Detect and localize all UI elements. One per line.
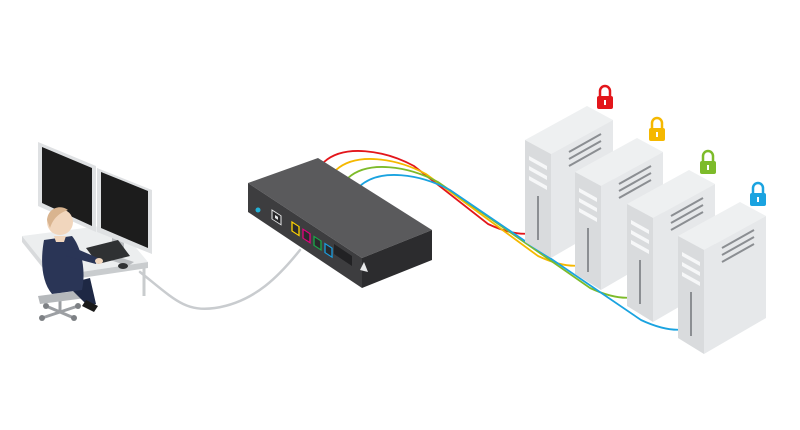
padlock-group <box>597 84 766 206</box>
switch-display-panel <box>334 244 352 266</box>
operator-person-icon <box>38 207 103 321</box>
switch-brand-logo-icon <box>360 262 368 272</box>
server-tower-icon <box>678 202 766 354</box>
channel-port-1 <box>291 220 300 237</box>
switch-button <box>271 209 282 226</box>
kvm-switch-icon <box>248 158 432 288</box>
channel-port-2 <box>302 228 311 244</box>
switch-top <box>248 158 432 258</box>
padlock-icon <box>597 84 613 109</box>
mouse-icon <box>118 263 128 269</box>
workstation <box>22 142 152 321</box>
switch-logo-icon <box>255 207 261 213</box>
switch-channel-ports <box>291 220 333 259</box>
padlock-icon <box>700 149 716 174</box>
channel-port-3 <box>313 235 322 252</box>
channel-port-4 <box>324 242 333 259</box>
switch-side <box>362 230 432 288</box>
server-group <box>525 106 766 354</box>
padlock-icon <box>649 116 665 141</box>
console-cable <box>138 248 302 310</box>
dual-monitor-icon <box>38 142 152 266</box>
padlock-icon <box>750 181 766 206</box>
